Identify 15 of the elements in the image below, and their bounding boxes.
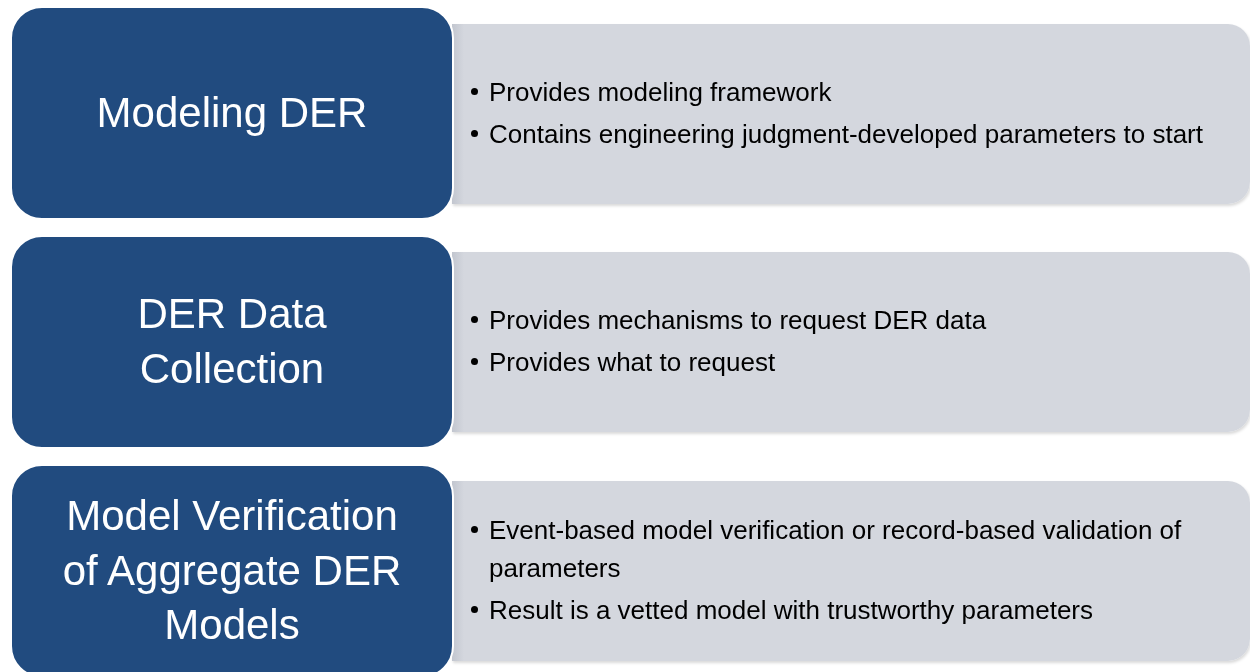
description-panel bbox=[452, 252, 1250, 432]
stage-box bbox=[10, 235, 454, 449]
bullet-text: Provides what to request bbox=[468, 344, 1236, 382]
stage-box bbox=[10, 6, 454, 220]
bullet-text: Event-based model verification or record-based validation of parameters bbox=[468, 512, 1236, 588]
bullet-text: Contains engineering judgment-developed parameters to start bbox=[468, 116, 1236, 154]
bullet-text: Result is a vetted model with trustworthy parameters bbox=[468, 591, 1236, 630]
description-panel bbox=[452, 24, 1250, 204]
description-panel bbox=[452, 481, 1250, 661]
stage-title: Model Verification of Aggregate DER Models bbox=[61, 491, 403, 651]
bullet-text: Provides mechanisms to request DER data bbox=[468, 302, 1236, 340]
stage-title: DER Data Collection bbox=[136, 289, 328, 394]
bullet-text: Provides modeling framework bbox=[468, 74, 1236, 112]
stage-title: Modeling DER bbox=[96, 87, 368, 138]
stage-box bbox=[10, 464, 454, 672]
